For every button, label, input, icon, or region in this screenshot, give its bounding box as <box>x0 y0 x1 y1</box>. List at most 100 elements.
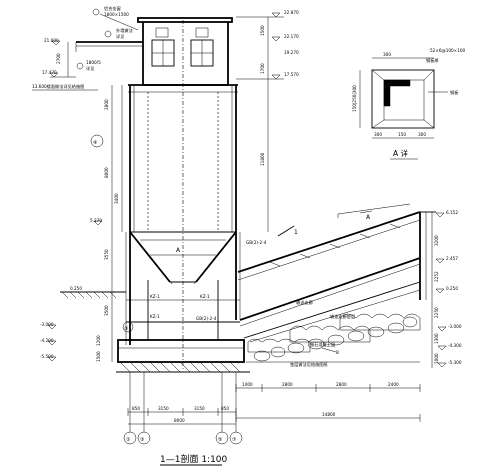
right-elevations-top: 22.870 22.170 19.270 17.570 1500 1700 11… <box>236 10 299 232</box>
drawing-title: 1—1剖面 1:100 <box>160 453 228 466</box>
dim-h-bottom-d: 850 <box>221 406 229 411</box>
dim-upper-left: 2700 <box>56 53 61 64</box>
dim-right-c: 2250 <box>434 307 439 318</box>
note-base2: 垫层做法见结施图纸 <box>290 361 329 368</box>
detail-note2: 钢板厚 <box>426 57 439 64</box>
dim-body-b: 8000 <box>104 167 109 178</box>
elev-right-m53: -5.300 <box>448 360 462 365</box>
note-top1b: 1800×1500 <box>104 12 129 17</box>
axis-label-1: ① <box>126 437 131 443</box>
dim-basement-a: 1200 <box>96 335 101 346</box>
label-A: A <box>176 247 181 254</box>
dim-h-seg1: 1400 <box>242 382 253 387</box>
stone-fill: B 细石混凝土层 垫层做法见结施图纸 <box>246 313 421 368</box>
axis-bubble-left2 <box>122 321 134 333</box>
axis-bubble-1 <box>123 431 137 445</box>
note-left-b: 详见 <box>86 65 94 72</box>
note-left: 1800/5 <box>86 60 101 65</box>
dim-right-b: 2252 <box>434 271 439 282</box>
elev-right-m43: -4.300 <box>448 343 462 348</box>
elev-right-top: 6.152 <box>446 210 458 215</box>
detail-note: 钢板 <box>450 89 459 96</box>
foundation <box>60 291 250 373</box>
section-mark-a: A <box>366 214 371 221</box>
dim-basement-b: 1500 <box>96 351 101 362</box>
axis-bubble-4 <box>229 431 243 445</box>
section-mark-b: B <box>336 350 339 355</box>
slope-label: 输送走廊 <box>296 299 313 306</box>
dim-body-d: 3550 <box>104 249 109 260</box>
label-kz1: KZ-1 <box>150 294 160 299</box>
left-elevations: 21.000 17.470 5.270 0.250 -3.000 -4.200 … <box>32 38 134 362</box>
roof-room <box>75 17 233 86</box>
note-top2: 外墙做法 <box>116 27 133 34</box>
slope-labels: 输送走廊 输送走廊垫层 GB(2)-2-4 <box>246 240 355 320</box>
dim-h-bottom-b: 3150 <box>158 406 169 411</box>
axis-bubbles: ① ③ ⑤ ⑦ <box>123 431 243 445</box>
axis-bubble-left <box>90 134 104 148</box>
axis-label-2: ③ <box>140 437 144 443</box>
top-notes: 铝合金窗 1800×1500 外墙做法 详见 <box>92 5 139 40</box>
label-kz2: KZ-1 <box>200 294 210 299</box>
elev-floor: 17.570 <box>284 72 299 77</box>
note-top1: 铝合金窗 <box>104 5 121 12</box>
label-kz3: KZ-1 <box>150 314 160 319</box>
dim-upper-right-a: 1500 <box>260 25 265 36</box>
elev-floor-top: 19.270 <box>284 50 299 55</box>
elev-ground-left: 0.250 <box>70 286 82 291</box>
right-elevations-gallery: 6.152 2.457 0.250 -3.000 -4.300 -5.300 3… <box>431 210 462 368</box>
section-title: 1—1剖面 1:100 <box>160 453 228 465</box>
conveyor-gallery: A 1 <box>237 203 436 343</box>
detail-dim-top-label: 52×6@100×100 <box>430 48 466 53</box>
elev-right-m3: -3.000 <box>448 324 462 329</box>
dim-h-bottom-total: 8000 <box>174 418 185 423</box>
axis-left-mark2: ③ <box>124 326 128 332</box>
elev-m3: -3.000 <box>40 322 54 327</box>
silo-body: A <box>128 20 238 370</box>
elev-right-mid: 2.457 <box>446 256 458 261</box>
detail-dim-top: 300 <box>383 52 391 57</box>
elev-m42: -4.200 <box>40 338 54 343</box>
dim-body-a: 2800 <box>104 99 109 110</box>
elev-left-upper: 21.000 <box>44 38 59 43</box>
elev-m55: -5.500 <box>40 354 54 359</box>
horizontal-dims: 1400 2800 2800 2400 14800 850 3150 3150 … <box>127 372 421 432</box>
axis-label-4: ⑦ <box>232 437 237 443</box>
dim-right-e: 1000 <box>434 353 439 364</box>
elev-right-low: 0.250 <box>446 286 458 291</box>
note-top2b: 详见 <box>116 33 124 40</box>
dim-lower-b: 3400 <box>114 193 119 204</box>
dim-h-bottom-a: 850 <box>132 406 140 411</box>
detail-dim-b1: 300 <box>374 132 382 137</box>
dim-right-d: 1300 <box>434 333 439 344</box>
dim-h-seg3: 2800 <box>336 382 347 387</box>
note-left-long: 13.600楼面做法详见结施图 <box>32 83 84 90</box>
axis-bubble-3 <box>215 431 229 445</box>
detail-dim-side: 150|250|300 <box>352 85 357 112</box>
dim-h-seg2: 2800 <box>282 382 293 387</box>
dim-h-bottom-c: 3150 <box>194 406 205 411</box>
axis-bubble-2 <box>137 431 151 445</box>
section-mark-1: 1 <box>294 229 298 236</box>
detail-dim-b2: 150 <box>398 132 406 137</box>
dim-h-total-right: 14800 <box>322 412 336 417</box>
detail-title: A 详 <box>393 148 409 158</box>
elev-left-ref: 17.470 <box>42 70 57 75</box>
elev-roof: 22.170 <box>284 34 299 39</box>
dim-h-seg4: 2400 <box>388 382 399 387</box>
dim-upper-right-b: 1700 <box>260 63 265 74</box>
dim-body-c: 11800 <box>260 152 265 166</box>
dim-lower-a: 3500 <box>104 305 109 316</box>
label-gb2: GB(2)-2-4 <box>246 240 267 245</box>
detail-a: 300 52×6@100×100 150|250|300 300 150 300… <box>352 48 466 160</box>
elev-mid-ref: 5.270 <box>90 218 102 223</box>
axis-label-3: ⑤ <box>218 437 222 443</box>
dim-right-a: 3200 <box>434 235 439 246</box>
elev-roof-top: 22.870 <box>284 10 299 15</box>
detail-dim-b3: 300 <box>418 132 426 137</box>
lower-frame: KZ-1 KZ-1 KZ-1 GB(2)-2-4 <box>125 232 241 345</box>
slope-label2: 输送走廊垫层 <box>330 313 355 320</box>
label-gb: GB(2)-2-4 <box>196 316 217 321</box>
axis-left-mark: ④ <box>93 140 98 146</box>
